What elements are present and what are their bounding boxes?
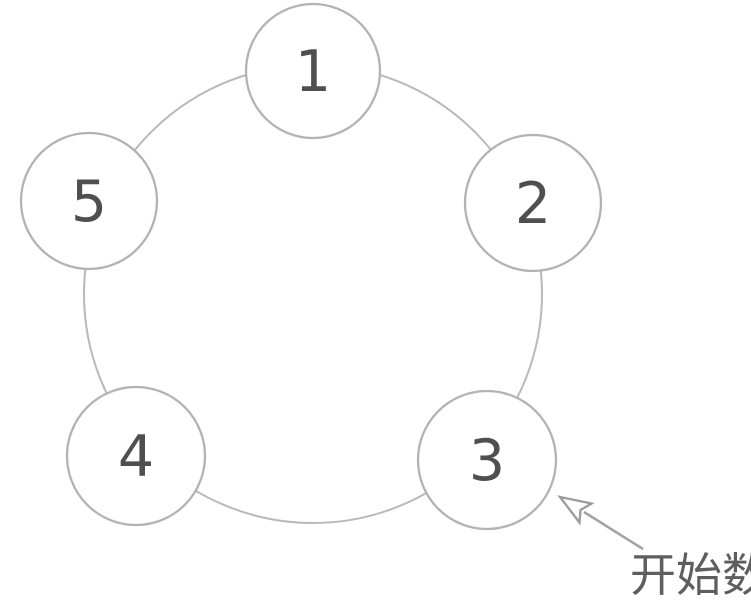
node-5-circle <box>19 131 159 271</box>
node-4: 4 <box>65 385 207 527</box>
node-2: 2 <box>463 133 603 273</box>
node-4-circle <box>65 385 207 527</box>
node-2-circle <box>463 133 603 273</box>
node-4-label: 4 <box>118 424 154 490</box>
node-1-circle <box>244 2 382 140</box>
node-2-label: 2 <box>515 171 551 237</box>
node-1: 1 <box>244 2 382 140</box>
annotation-label: 开始数 <box>630 548 751 602</box>
node-3-label: 3 <box>469 428 505 494</box>
node-1-label: 1 <box>295 39 331 105</box>
start-arrow <box>557 495 644 551</box>
arrow-shaft <box>583 510 644 551</box>
arrow-head-icon <box>557 495 595 526</box>
node-5: 5 <box>19 131 159 271</box>
node-5-label: 5 <box>71 169 107 235</box>
node-3-circle <box>416 389 558 531</box>
node-3: 3 <box>416 389 558 531</box>
